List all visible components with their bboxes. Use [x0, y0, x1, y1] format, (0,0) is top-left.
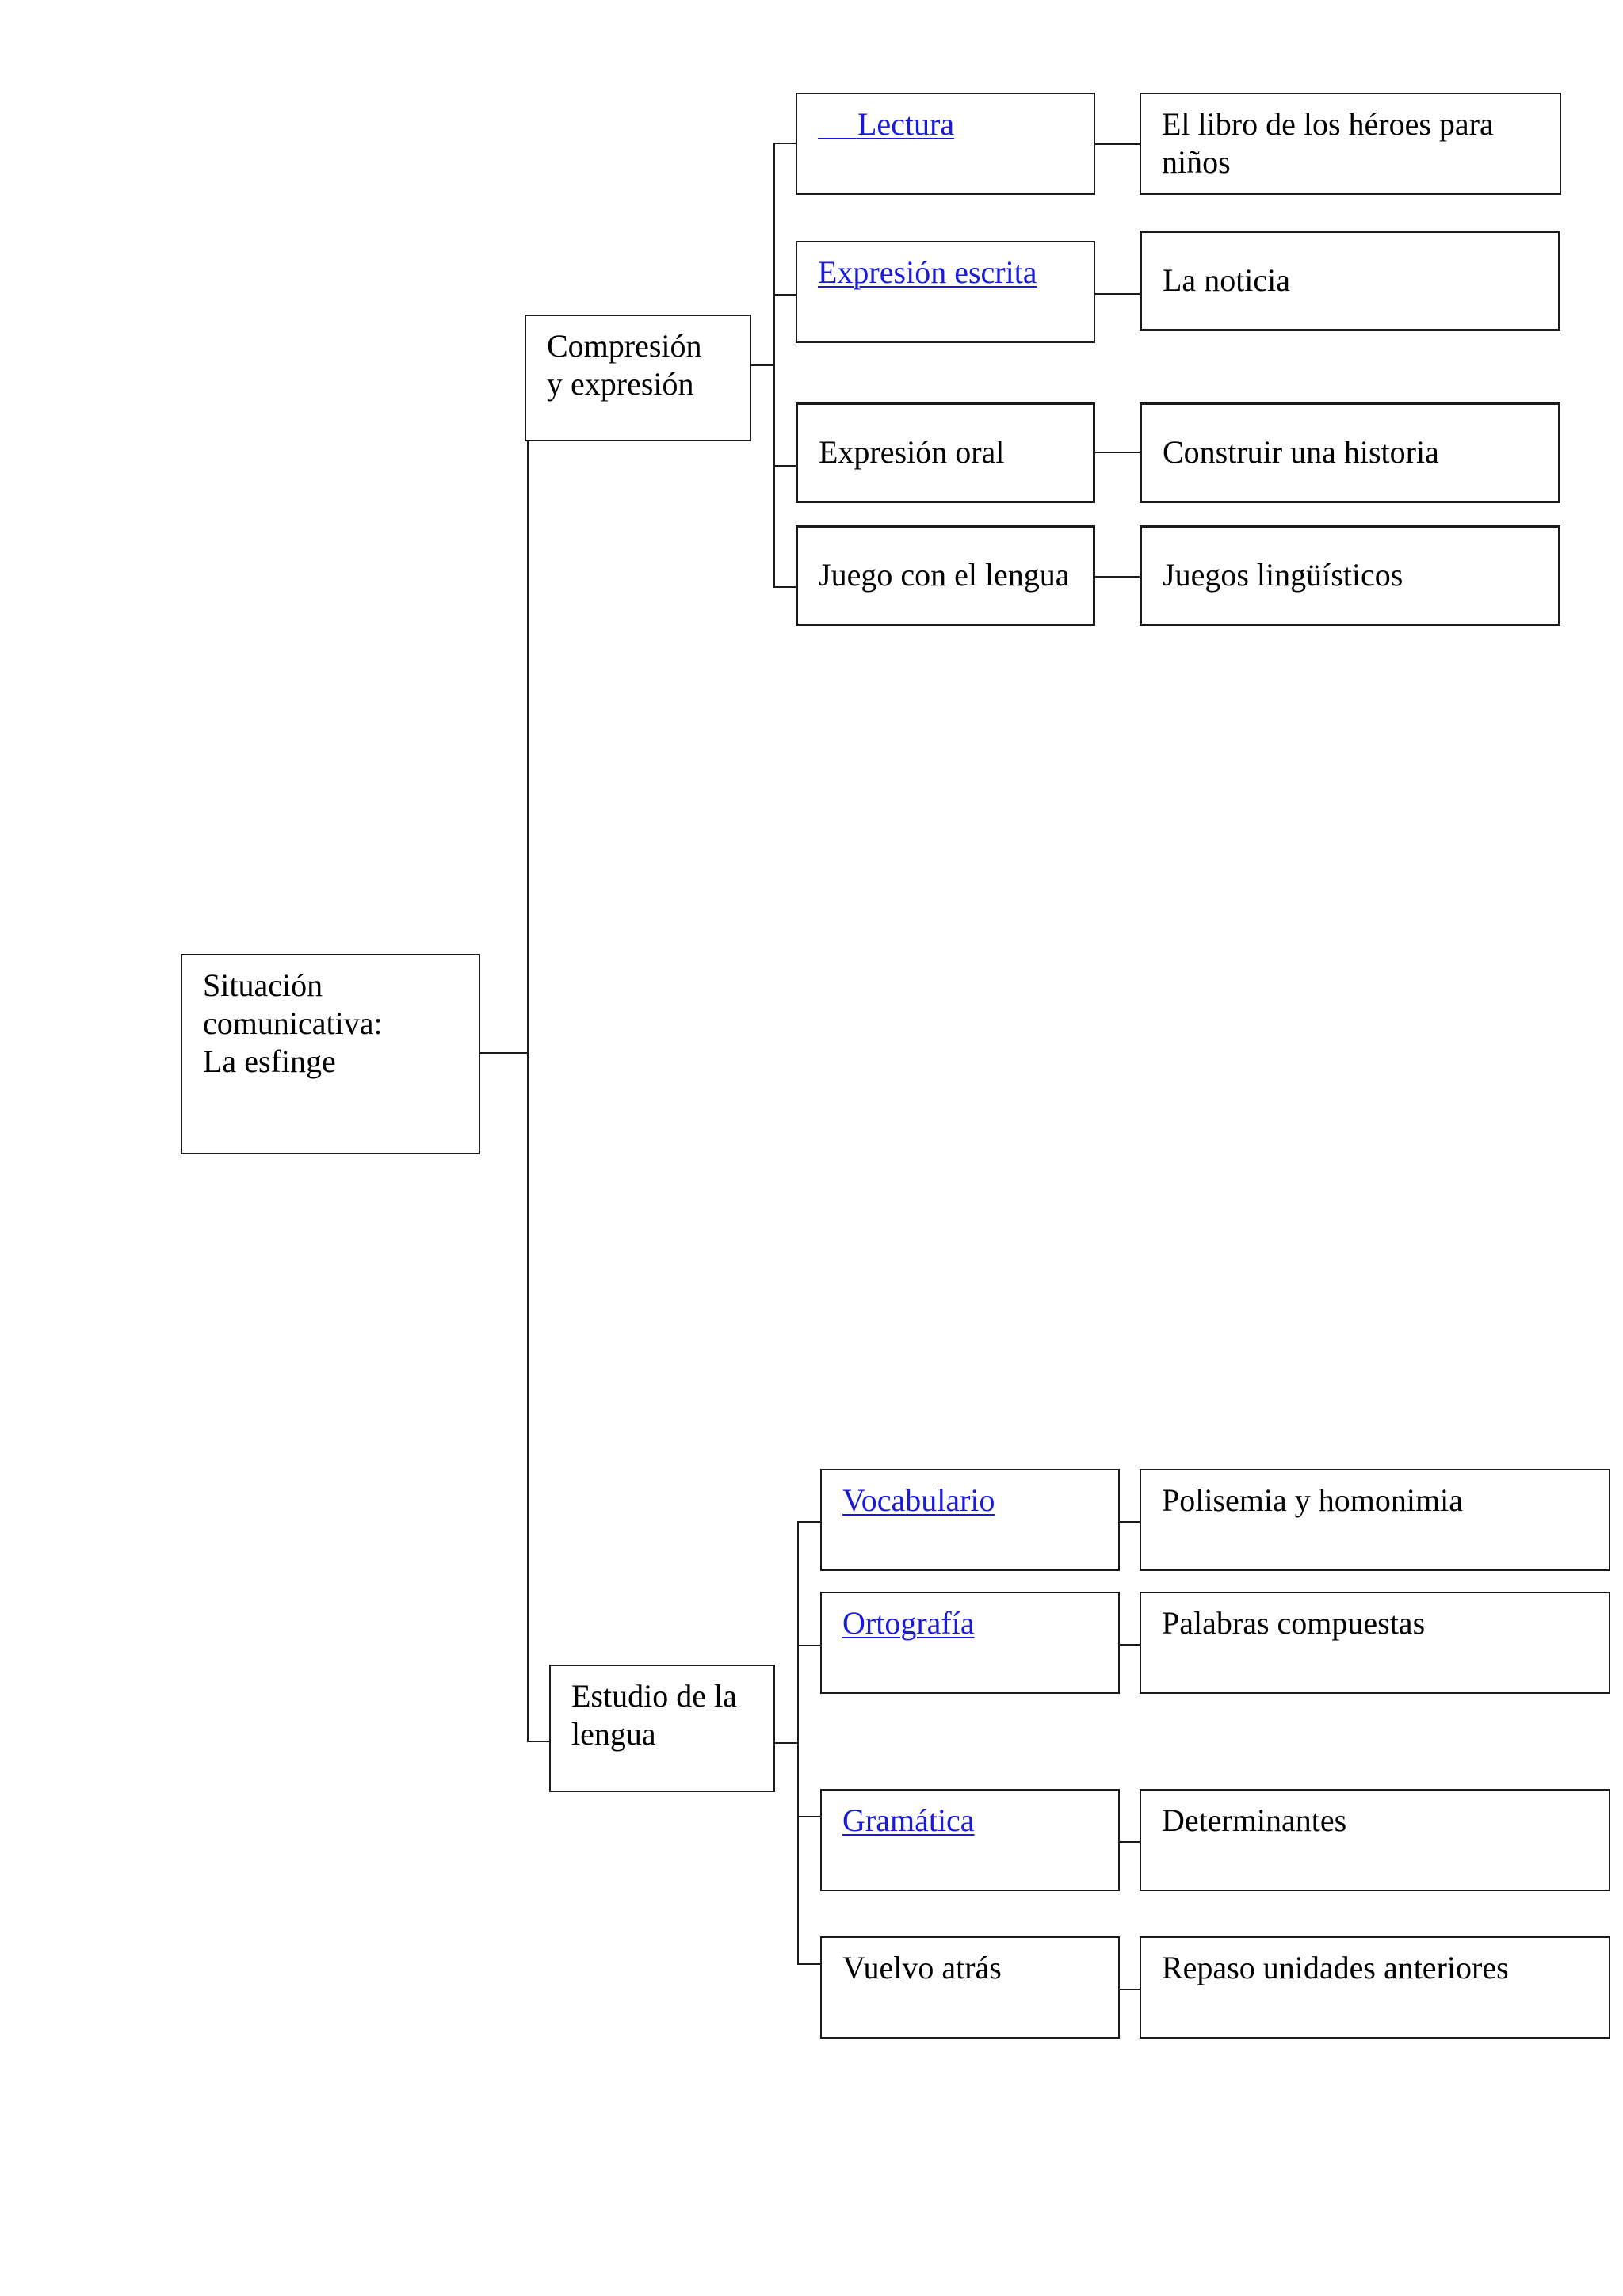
- branch-estudio: Estudio de la lengua: [549, 1665, 775, 1792]
- detail-lectura: El libro de los héroes para niños: [1140, 93, 1561, 195]
- connector-juego-detail: [1094, 576, 1140, 578]
- connector-study-spine: [797, 1521, 799, 1965]
- connector-expresion-escrita-detail: [1094, 293, 1140, 295]
- connector-expresion-oral-detail: [1094, 452, 1140, 453]
- connector-expresion-escrita: [773, 294, 798, 296]
- connector-vocabulario-detail: [1117, 1521, 1141, 1523]
- branch-estudio-line-2: lengua: [571, 1716, 656, 1752]
- node-juego: Juego con el lengua: [796, 525, 1095, 626]
- lectura-link[interactable]: Lectura: [818, 106, 954, 142]
- lectura-detail: El libro de los héroes para niños: [1162, 106, 1494, 180]
- connector-study: [773, 1742, 798, 1744]
- branch-estudio-line-1: Estudio de la: [571, 1678, 737, 1714]
- root-line-1: Situación: [203, 967, 323, 1003]
- connector-expresion-oral: [773, 465, 798, 467]
- node-expresion-escrita: Expresión escrita: [796, 241, 1095, 343]
- vuelvo-detail: Repaso unidades anteriores: [1162, 1950, 1509, 1985]
- node-lectura: Lectura: [796, 93, 1095, 195]
- branch-compresion: Compresión y expresión: [525, 315, 751, 441]
- root-node: Situación comunicativa: La esfinge: [181, 954, 480, 1154]
- connector-lectura: [773, 143, 798, 144]
- connector-gramatica: [797, 1816, 822, 1817]
- connector-ortografia: [797, 1645, 822, 1646]
- connector-lectura-detail: [1094, 143, 1140, 145]
- connector-gramatica-detail: [1117, 1841, 1141, 1843]
- connector-root: [479, 1052, 528, 1054]
- connector-compression-spine: [773, 143, 775, 588]
- node-vocabulario: Vocabulario: [820, 1469, 1120, 1571]
- detail-ortografia: Palabras compuestas: [1140, 1592, 1610, 1694]
- connector-trunk-bottom: [527, 1741, 551, 1742]
- connector-vuelvo-detail: [1117, 1989, 1141, 1990]
- node-gramatica: Gramática: [820, 1789, 1120, 1891]
- connector-compression: [750, 364, 774, 366]
- vuelvo-label: Vuelvo atrás: [842, 1950, 1002, 1985]
- root-line-3: La esfinge: [203, 1043, 336, 1079]
- ortografia-detail: Palabras compuestas: [1162, 1605, 1426, 1641]
- expresion-oral-detail: Construir una historia: [1163, 434, 1439, 470]
- detail-vocabulario: Polisemia y homonimia: [1140, 1469, 1610, 1571]
- detail-juego: Juegos lingüísticos: [1140, 525, 1560, 626]
- detail-expresion-oral: Construir una historia: [1140, 402, 1560, 503]
- node-vuelvo: Vuelvo atrás: [820, 1936, 1120, 2039]
- expresion-oral-label: Expresión oral: [819, 434, 1005, 470]
- connector-vocabulario: [797, 1521, 822, 1523]
- root-line-2: comunicativa:: [203, 1005, 383, 1041]
- connector-vuelvo: [797, 1963, 822, 1965]
- connector-juego: [773, 586, 798, 588]
- connector-trunk: [527, 438, 529, 1742]
- vocabulario-link[interactable]: Vocabulario: [842, 1482, 995, 1518]
- gramatica-detail: Determinantes: [1162, 1802, 1347, 1838]
- branch-compresion-line-1: Compresión: [547, 328, 702, 364]
- lectura-label: Lectura: [857, 106, 955, 142]
- connector-ortografia-detail: [1117, 1644, 1141, 1646]
- gramatica-link[interactable]: Gramática: [842, 1802, 975, 1838]
- node-expresion-oral: Expresión oral: [796, 402, 1095, 503]
- juego-detail: Juegos lingüísticos: [1163, 557, 1403, 593]
- node-ortografia: Ortografía: [820, 1592, 1120, 1694]
- detail-vuelvo: Repaso unidades anteriores: [1140, 1936, 1610, 2039]
- vocabulario-detail: Polisemia y homonimia: [1162, 1482, 1463, 1518]
- branch-compresion-line-2: y expresión: [547, 366, 694, 402]
- expresion-escrita-link[interactable]: Expresión escrita: [818, 254, 1037, 290]
- expresion-escrita-detail: La noticia: [1163, 262, 1291, 298]
- detail-expresion-escrita: La noticia: [1140, 231, 1560, 331]
- detail-gramatica: Determinantes: [1140, 1789, 1610, 1891]
- juego-label: Juego con el lengua: [819, 557, 1070, 593]
- ortografia-link[interactable]: Ortografía: [842, 1605, 975, 1641]
